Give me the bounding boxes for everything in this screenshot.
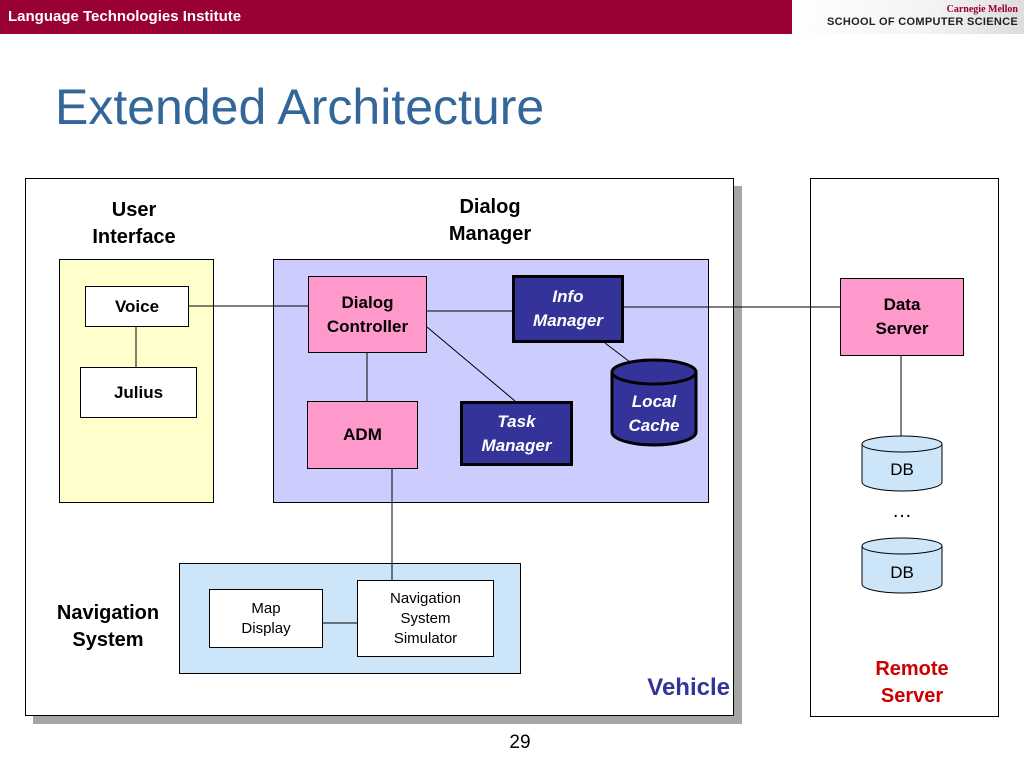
- user-interface-label: User Interface: [64, 197, 204, 251]
- local-cache-label: Local Cache: [609, 390, 699, 438]
- data-server-line1: Data: [883, 295, 921, 314]
- julius-label: Julius: [113, 382, 164, 402]
- local-cache-cylinder: [610, 358, 698, 447]
- navigation-system-label-line1: Navigation: [56, 602, 160, 624]
- data-server-line2: Server: [875, 319, 929, 338]
- map-display-box: Map Display: [209, 589, 323, 648]
- dialog-controller-line1: Dialog: [341, 292, 394, 312]
- local-cache-line2: Cache: [628, 416, 680, 435]
- db-label-2: DB: [890, 563, 914, 582]
- vehicle-label: Vehicle: [647, 674, 730, 701]
- local-cache-line1: Local: [631, 392, 677, 411]
- user-interface-label-line1: User: [111, 199, 157, 221]
- db-cylinder-2: [861, 537, 943, 594]
- remote-server-label-line2: Server: [880, 685, 944, 707]
- db-cylinder-1: [861, 435, 943, 492]
- adm-box: ADM: [307, 401, 418, 469]
- db-label-1: DB: [890, 460, 914, 479]
- info-manager-line1: Info: [552, 287, 584, 306]
- institute-name: Language Technologies Institute: [8, 8, 242, 25]
- line-info-cache: [604, 342, 631, 363]
- dialog-manager-label-line2: Manager: [448, 223, 532, 245]
- cmu-logo: Carnegie Mellon SCHOOL OF COMPUTER SCIEN…: [792, 0, 1024, 34]
- map-display-line2: Display: [241, 619, 291, 637]
- simulator-line1: Navigation: [390, 589, 461, 607]
- line-controller-task: [426, 326, 516, 402]
- task-manager-line2: Manager: [481, 435, 552, 455]
- voice-label: Voice: [114, 296, 160, 316]
- db-ellipsis: …: [892, 500, 912, 522]
- navigation-system-label-line2: System: [72, 629, 144, 651]
- user-interface-label-line2: Interface: [92, 226, 176, 248]
- slide-title: Extended Architecture: [55, 79, 545, 135]
- navigation-simulator-box: Navigation System Simulator: [357, 580, 494, 657]
- navigation-system-label: Navigation System: [38, 600, 178, 654]
- simulator-line2: System: [400, 609, 451, 627]
- julius-box: Julius: [80, 367, 197, 418]
- task-manager-line1: Task: [497, 411, 536, 431]
- adm-label: ADM: [343, 425, 382, 444]
- info-manager-box: Info Manager: [512, 275, 624, 343]
- dialog-manager-label: Dialog Manager: [420, 194, 560, 248]
- task-manager-box: Task Manager: [460, 401, 573, 466]
- simulator-line3: Simulator: [393, 629, 458, 647]
- remote-server-label: Remote Server: [832, 656, 992, 710]
- page-number: 29: [509, 732, 531, 753]
- info-manager-line2: Manager: [533, 311, 603, 330]
- remote-server-label-line1: Remote: [875, 658, 949, 680]
- school-name: SCHOOL OF COMPUTER SCIENCE: [827, 16, 1018, 28]
- dialog-manager-label-line1: Dialog: [459, 196, 521, 218]
- dialog-controller-box: Dialog Controller: [308, 276, 427, 353]
- cmu-name: Carnegie Mellon: [946, 4, 1018, 15]
- dialog-controller-line2: Controller: [326, 316, 409, 336]
- voice-box: Voice: [85, 286, 189, 327]
- map-display-line1: Map: [251, 599, 281, 617]
- data-server-box: Data Server: [840, 278, 964, 356]
